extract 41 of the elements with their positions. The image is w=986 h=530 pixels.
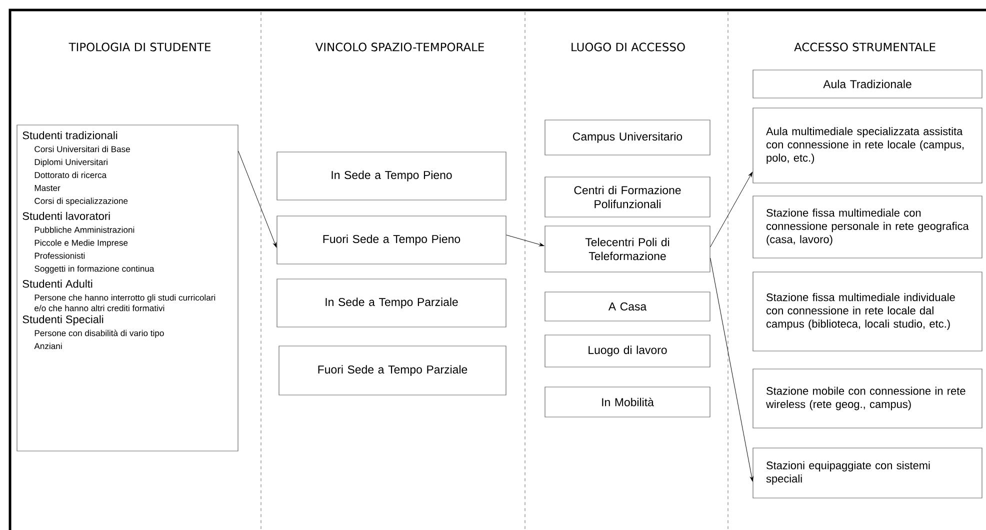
list-item: Master bbox=[34, 185, 60, 192]
box: Stazione fissa multimediale con connessione personale in rete geografica (casa, lavoro) bbox=[752, 196, 982, 258]
box: Aula Tradizionale bbox=[752, 70, 982, 98]
list-item: Professionisti bbox=[34, 252, 85, 259]
arrow bbox=[238, 150, 277, 248]
box: In Sede a Tempo Parziale bbox=[276, 278, 506, 328]
column-heading: LUOGO DI ACCESSO bbox=[572, 42, 685, 52]
list-item: Soggetti in formazione continua bbox=[34, 265, 154, 274]
box: Aula multimediale specializzata assistita con connessione in rete locale (campus, polo, etc.) bbox=[752, 108, 982, 184]
arrow bbox=[506, 234, 544, 246]
column-heading: TIPOLOGIA DI STUDENTE bbox=[68, 42, 210, 52]
group-heading: Studenti tradizionali bbox=[22, 131, 118, 140]
box: Centri di Formazione Polifunzionali bbox=[544, 176, 710, 218]
list-item: Corsi Universitari di Base bbox=[34, 146, 130, 152]
list-item: Diplomi Universitari bbox=[34, 158, 108, 167]
list-item: Pubbliche Amministrazioni bbox=[34, 226, 134, 233]
box: Fuori Sede a Tempo Parziale bbox=[278, 346, 506, 396]
box: Campus Universitario bbox=[544, 120, 710, 156]
box: Stazione fissa multimediale individuale con connessione in rete locale dal campus (biblioteca, locali studio, etc.) bbox=[752, 272, 982, 352]
list-item: Persone che hanno interrotto gli studi curricolari e/o che hanno altri crediti formativi bbox=[34, 294, 216, 312]
box: In Mobilità bbox=[544, 386, 710, 418]
list-item: Anziani bbox=[34, 342, 62, 350]
box: A Casa bbox=[544, 292, 710, 322]
column-heading: VINCOLO SPAZIO-TEMPORALE bbox=[315, 42, 484, 52]
arrow bbox=[710, 172, 753, 248]
list-item: Persone con disabilità di vario tipo bbox=[34, 330, 164, 338]
box: Luogo di lavoro bbox=[544, 334, 710, 368]
group-heading: Studenti lavoratori bbox=[22, 212, 110, 220]
list-item: Piccole e Medie Imprese bbox=[34, 240, 128, 248]
arrow bbox=[710, 258, 754, 482]
list-item: Dottorato di ricerca bbox=[34, 172, 107, 178]
list-item: Corsi di specializzazione bbox=[34, 198, 128, 206]
group-heading: Studenti Adulti bbox=[22, 280, 92, 288]
box: In Sede a Tempo Pieno bbox=[276, 152, 506, 200]
box: Fuori Sede a Tempo Pieno bbox=[276, 216, 506, 264]
column-heading: ACCESSO STRUMENTALE bbox=[794, 42, 936, 52]
box: Stazione mobile con connessione in rete wireless (rete geog., campus) bbox=[752, 368, 982, 428]
group-heading: Studenti Speciali bbox=[22, 315, 104, 326]
box: Stazioni equipaggiate con sistemi speciali bbox=[752, 448, 982, 498]
category-box bbox=[16, 124, 238, 452]
box: Telecentri Poli di Teleformazione bbox=[544, 226, 710, 272]
